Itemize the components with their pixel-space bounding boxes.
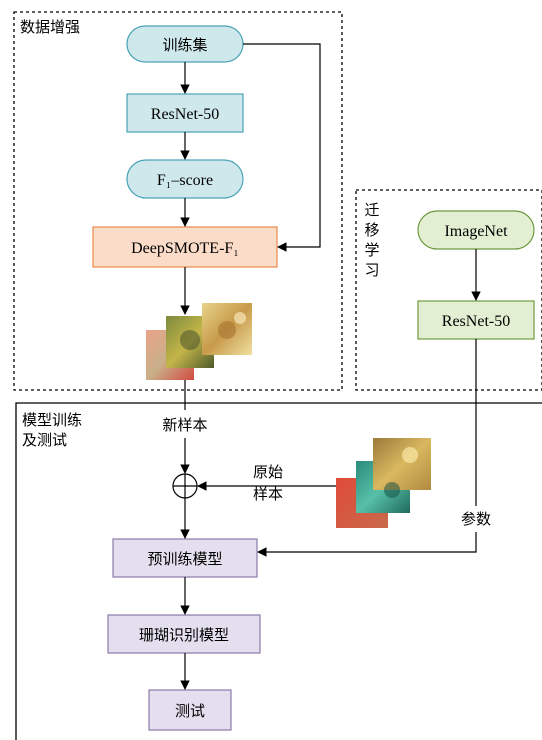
transfer-region	[355, 189, 542, 391]
svg-text:ImageNet: ImageNet	[444, 223, 508, 240]
svg-text:珊瑚识别模型: 珊瑚识别模型	[139, 626, 229, 644]
augmentation-region	[13, 11, 343, 391]
svg-text:测试: 测试	[175, 702, 205, 720]
svg-text:ResNet-50: ResNet-50	[442, 313, 510, 330]
pretrain-model-node: 预训练模型	[112, 538, 258, 578]
augmentation-label: 数据增强	[20, 18, 80, 36]
params-label: 参数	[461, 510, 491, 528]
svg-text:原始样本: 原始样本	[253, 463, 283, 503]
f1-score-node: F₁–score	[126, 159, 244, 199]
generated-sample-images	[146, 303, 252, 380]
original-sample-images	[336, 438, 431, 528]
svg-text:预训练模型: 预训练模型	[147, 550, 222, 568]
edge-trainset-deepsmote	[243, 43, 321, 252]
transfer-label: 迁移学习	[364, 201, 379, 279]
svg-text:迁移学习: 迁移学习	[364, 201, 379, 279]
new-samples-label: 新样本	[162, 416, 207, 434]
imagenet-node: ImageNet	[417, 210, 535, 250]
svg-text:DeepSMOTE-F₁: DeepSMOTE-F₁	[131, 240, 239, 257]
resnet-right-node: ResNet-50	[417, 300, 535, 340]
edges	[180, 43, 481, 690]
training-label: 模型训练及测试	[22, 411, 82, 449]
train-set-node: 训练集	[126, 25, 244, 63]
training-region	[15, 402, 542, 740]
original-samples-label: 原始样本	[253, 463, 283, 503]
merge-operator	[172, 473, 198, 499]
svg-text:ResNet-50: ResNet-50	[151, 106, 219, 123]
test-node: 测试	[148, 689, 232, 731]
edge-params-pretrain	[257, 532, 477, 557]
svg-text:新样本: 新样本	[162, 416, 207, 434]
coral-model-node: 珊瑚识别模型	[107, 614, 261, 654]
resnet-left-node: ResNet-50	[126, 93, 244, 133]
svg-text:参数: 参数	[461, 510, 491, 528]
svg-text:训练集: 训练集	[162, 36, 207, 54]
svg-text:模型训练及测试: 模型训练及测试	[22, 411, 82, 449]
svg-text:F₁–score: F₁–score	[157, 172, 213, 189]
deepsmote-node: DeepSMOTE-F₁	[92, 226, 278, 268]
